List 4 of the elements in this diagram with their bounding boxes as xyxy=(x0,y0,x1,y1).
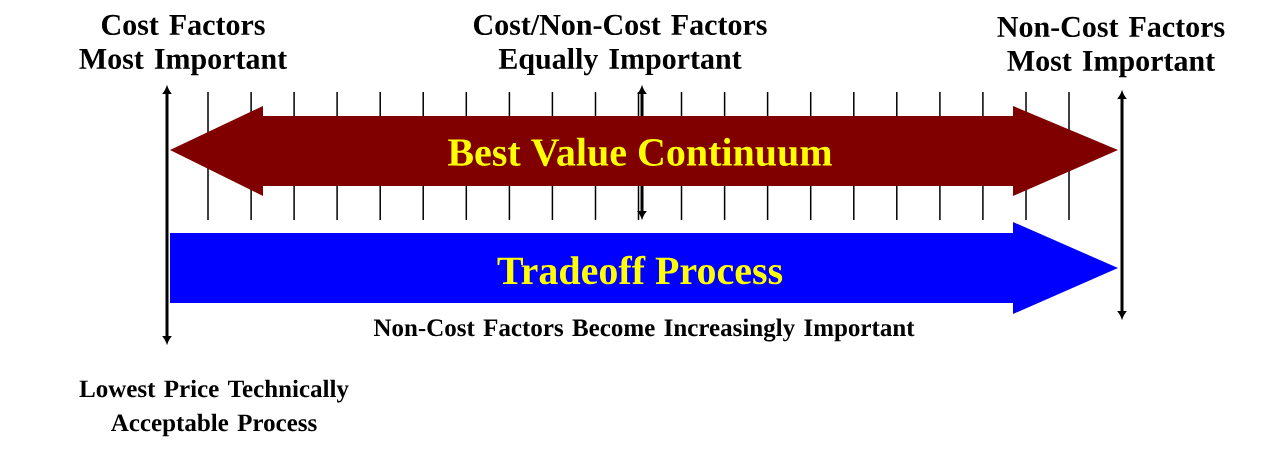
caption-text: Cost Factors Most Important xyxy=(79,14,287,76)
caption-text: Lowest Price Technically Acceptable Process xyxy=(79,379,349,437)
caption-text: Non-Cost Factors Most Important xyxy=(997,16,1225,78)
caption-text: Cost/Non-Cost Factors Equally Important xyxy=(474,14,767,76)
